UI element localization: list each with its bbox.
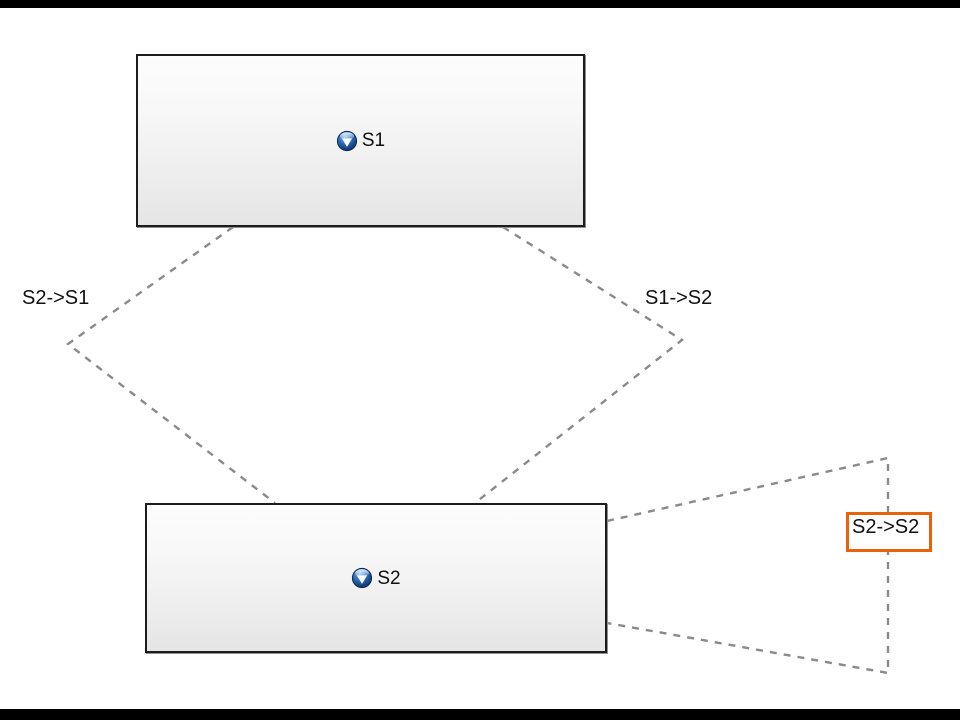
state-node-s2-label: S2 [377,567,401,589]
window-chrome-bottom-band [0,709,960,720]
transition-edge-e-s2-s1[interactable] [65,226,276,504]
edge-label-s2-s2-selected[interactable]: S2->S2 [846,512,932,552]
window-chrome-top-band [0,0,960,8]
state-sphere-icon [336,130,357,151]
edge-label-s2-s1[interactable]: S2->S1 [22,287,90,309]
state-node-s1-label: S1 [361,130,386,151]
state-node-s1-content: S1 [336,130,385,152]
state-node-s1[interactable]: S1 [136,54,585,227]
state-node-s2[interactable]: S2 [145,503,607,653]
state-sphere-icon [352,567,373,589]
transition-edge-e-s2-s2[interactable] [606,456,890,675]
transition-edge-e-s1-s2[interactable] [474,225,685,504]
state-node-s2-content: S2 [351,567,401,589]
edge-label-s1-s2[interactable]: S1->S2 [645,287,713,309]
